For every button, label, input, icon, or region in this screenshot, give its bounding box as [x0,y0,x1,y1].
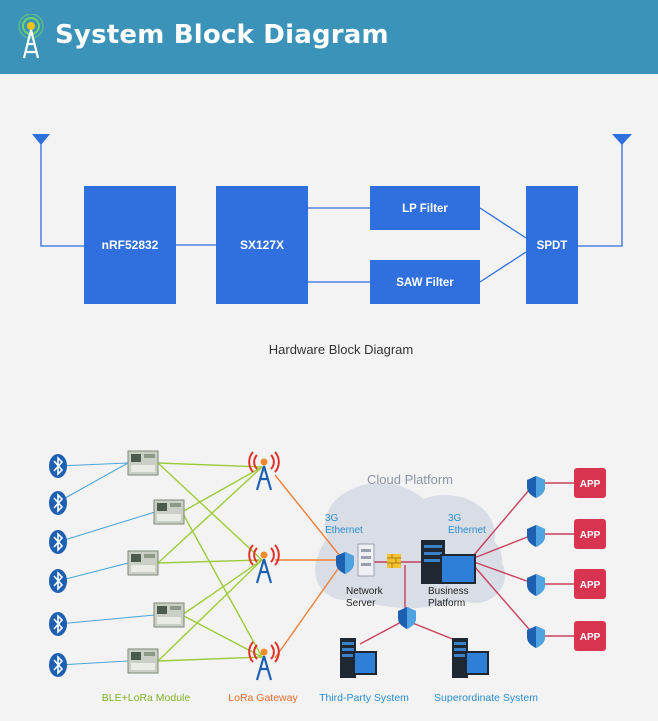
business-platform-icon [421,540,476,584]
eth-left-line2: Ethernet [325,525,363,536]
mcu-block: nRF52832 [84,186,176,304]
bluetooth-icon [48,529,68,555]
lora-module-icon [127,550,159,576]
app-tile: APP [574,621,606,651]
lora-module-icon [153,499,185,525]
svg-text:SX127X: SX127X [240,238,284,252]
eth-right-line1: 3G [448,513,462,524]
svg-text:APP: APP [580,632,601,643]
svg-text:APP: APP [580,530,601,541]
app-tile: APP [574,569,606,599]
lora-gateway-icon [248,543,280,585]
hardware-caption: Hardware Block Diagram [268,342,414,357]
security-shield-icon [398,607,416,629]
superordinate-label: Superordinate System [434,692,538,704]
page-title: System Block Diagram [55,20,389,50]
bluetooth-icon [48,568,68,594]
saw-filter-block: SAW Filter [370,260,480,304]
cloud-shape [315,483,505,608]
bluetooth-icon [48,652,68,678]
left-antenna-icon [32,134,50,145]
network-server-label1: Network [346,586,384,597]
security-shield-icon [527,476,545,498]
svg-text:LP Filter: LP Filter [402,203,448,215]
security-shield-icon [527,525,545,547]
security-shield-icon [527,574,545,596]
svg-text:SAW Filter: SAW Filter [396,277,454,289]
network-server-label2: Server [346,598,376,609]
module-label: BLE+LoRa Module [102,692,191,704]
bluetooth-icon [48,490,68,516]
lora-module-icon [127,648,159,674]
firewall-icon [387,554,401,568]
bluetooth-icon [48,611,68,637]
eth-left-line1: 3G [325,513,339,524]
cloud-label: Cloud Platform [367,472,453,487]
third-party-label: Third-Party System [319,692,409,704]
bluetooth-icon [48,453,68,479]
security-shield-icon [527,626,545,648]
left-antenna-line [40,142,84,247]
app-tile: APP [574,519,606,549]
gateway-label: LoRa Gateway [228,692,298,704]
third-party-system-icon [339,637,377,679]
lp-filter-block: LP Filter [370,186,480,230]
svg-text:APP: APP [580,479,601,490]
right-antenna-line [578,142,623,247]
right-antenna-icon [612,134,632,145]
network-diagram: Cloud Platform [48,450,606,704]
superordinate-system-icon [451,637,489,679]
eth-right-line2: Ethernet [448,525,486,536]
lora-module-icon [127,450,159,476]
antenna-tower-icon [18,14,44,59]
svg-text:nRF52832: nRF52832 [102,238,159,252]
lora-gateway-icon [248,640,280,682]
svg-text:APP: APP [580,580,601,591]
hardware-block-diagram: nRF52832 SX127X LP Filter SAW Filter SPD… [32,134,632,304]
spdt-block: SPDT [526,186,578,304]
lora-module-icon [153,602,185,628]
page-header: System Block Diagram [0,0,658,74]
app-tile: APP [574,468,606,498]
svg-text:SPDT: SPDT [537,240,568,252]
radio-block: SX127X [216,186,308,304]
network-server-icon [357,543,375,577]
business-platform-label2: Platform [428,598,465,609]
business-platform-label1: Business [428,586,469,597]
